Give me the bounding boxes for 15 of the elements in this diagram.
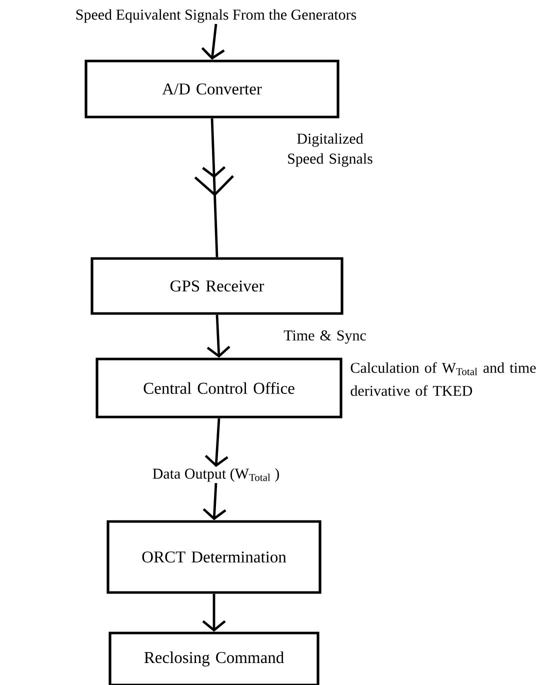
process-box: GPS Receiver <box>90 257 344 315</box>
arrow <box>201 24 225 60</box>
process-box: Reclosing Command <box>108 632 320 685</box>
arrow <box>206 314 230 358</box>
annotation-text: Calculation of W$_{Total}$ and time derivative of TKED <box>350 362 536 396</box>
arrow <box>202 594 226 632</box>
arrow <box>204 418 228 467</box>
edge-label: Time & Sync <box>284 330 366 344</box>
edge-label: Digitalized Speed Signals <box>288 133 372 167</box>
flow-text: Speed Equivalent Signals From the Generators <box>76 9 356 23</box>
process-box: Central Control Office <box>96 358 342 418</box>
process-box: A/D Converter <box>84 60 340 118</box>
flow-text: Data Output (W$_{Total}$ ) <box>152 468 279 482</box>
process-box: ORCT Determination <box>106 520 322 594</box>
arrow <box>202 482 226 520</box>
